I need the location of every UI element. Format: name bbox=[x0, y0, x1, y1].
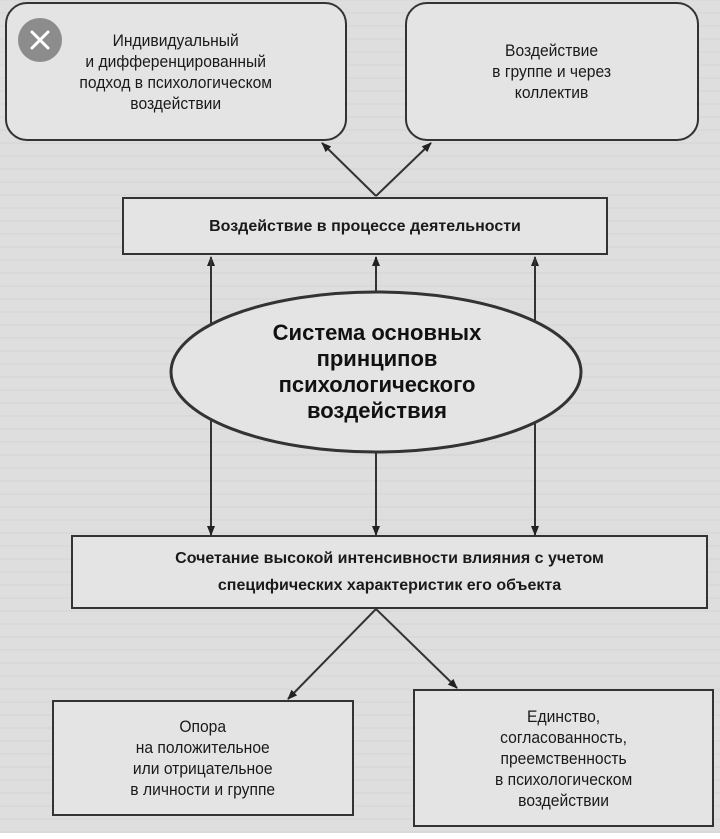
box-text: Воздействие в процессе деятельности bbox=[209, 217, 521, 235]
close-icon bbox=[30, 30, 50, 50]
arrow-to-bottom-right bbox=[375, 608, 458, 689]
center-ellipse bbox=[169, 290, 583, 454]
arrow-to-top-right bbox=[375, 142, 432, 197]
box-individual-approach: Индивидуальный и дифференцированный подх… bbox=[5, 2, 347, 141]
arrow-to-bottom-left bbox=[287, 608, 377, 700]
arrow-to-top-left bbox=[321, 142, 377, 197]
close-button[interactable] bbox=[18, 18, 62, 62]
box-group-influence: Воздействие в группе и через коллектив bbox=[405, 2, 699, 141]
box-unity: Единство, согласованность, преемственнос… bbox=[413, 689, 714, 827]
box-text: Воздействие в группе и через коллектив bbox=[492, 41, 612, 102]
box-support: Опора на положительное или отрицательное… bbox=[52, 700, 354, 816]
box-activity-influence: Воздействие в процессе деятельности bbox=[122, 197, 608, 255]
box-text: Опора на положительное или отрицательное… bbox=[130, 717, 276, 799]
center-principles-title: Система основных принципов психологическ… bbox=[272, 320, 482, 423]
box-text: Единство, согласованность, преемственнос… bbox=[494, 706, 633, 810]
box-combination: Сочетание высокой интенсивности влияния … bbox=[71, 535, 708, 609]
box-text: Сочетание высокой интенсивности влияния … bbox=[175, 550, 604, 594]
box-text: Индивидуальный и дифференцированный подх… bbox=[79, 30, 273, 113]
